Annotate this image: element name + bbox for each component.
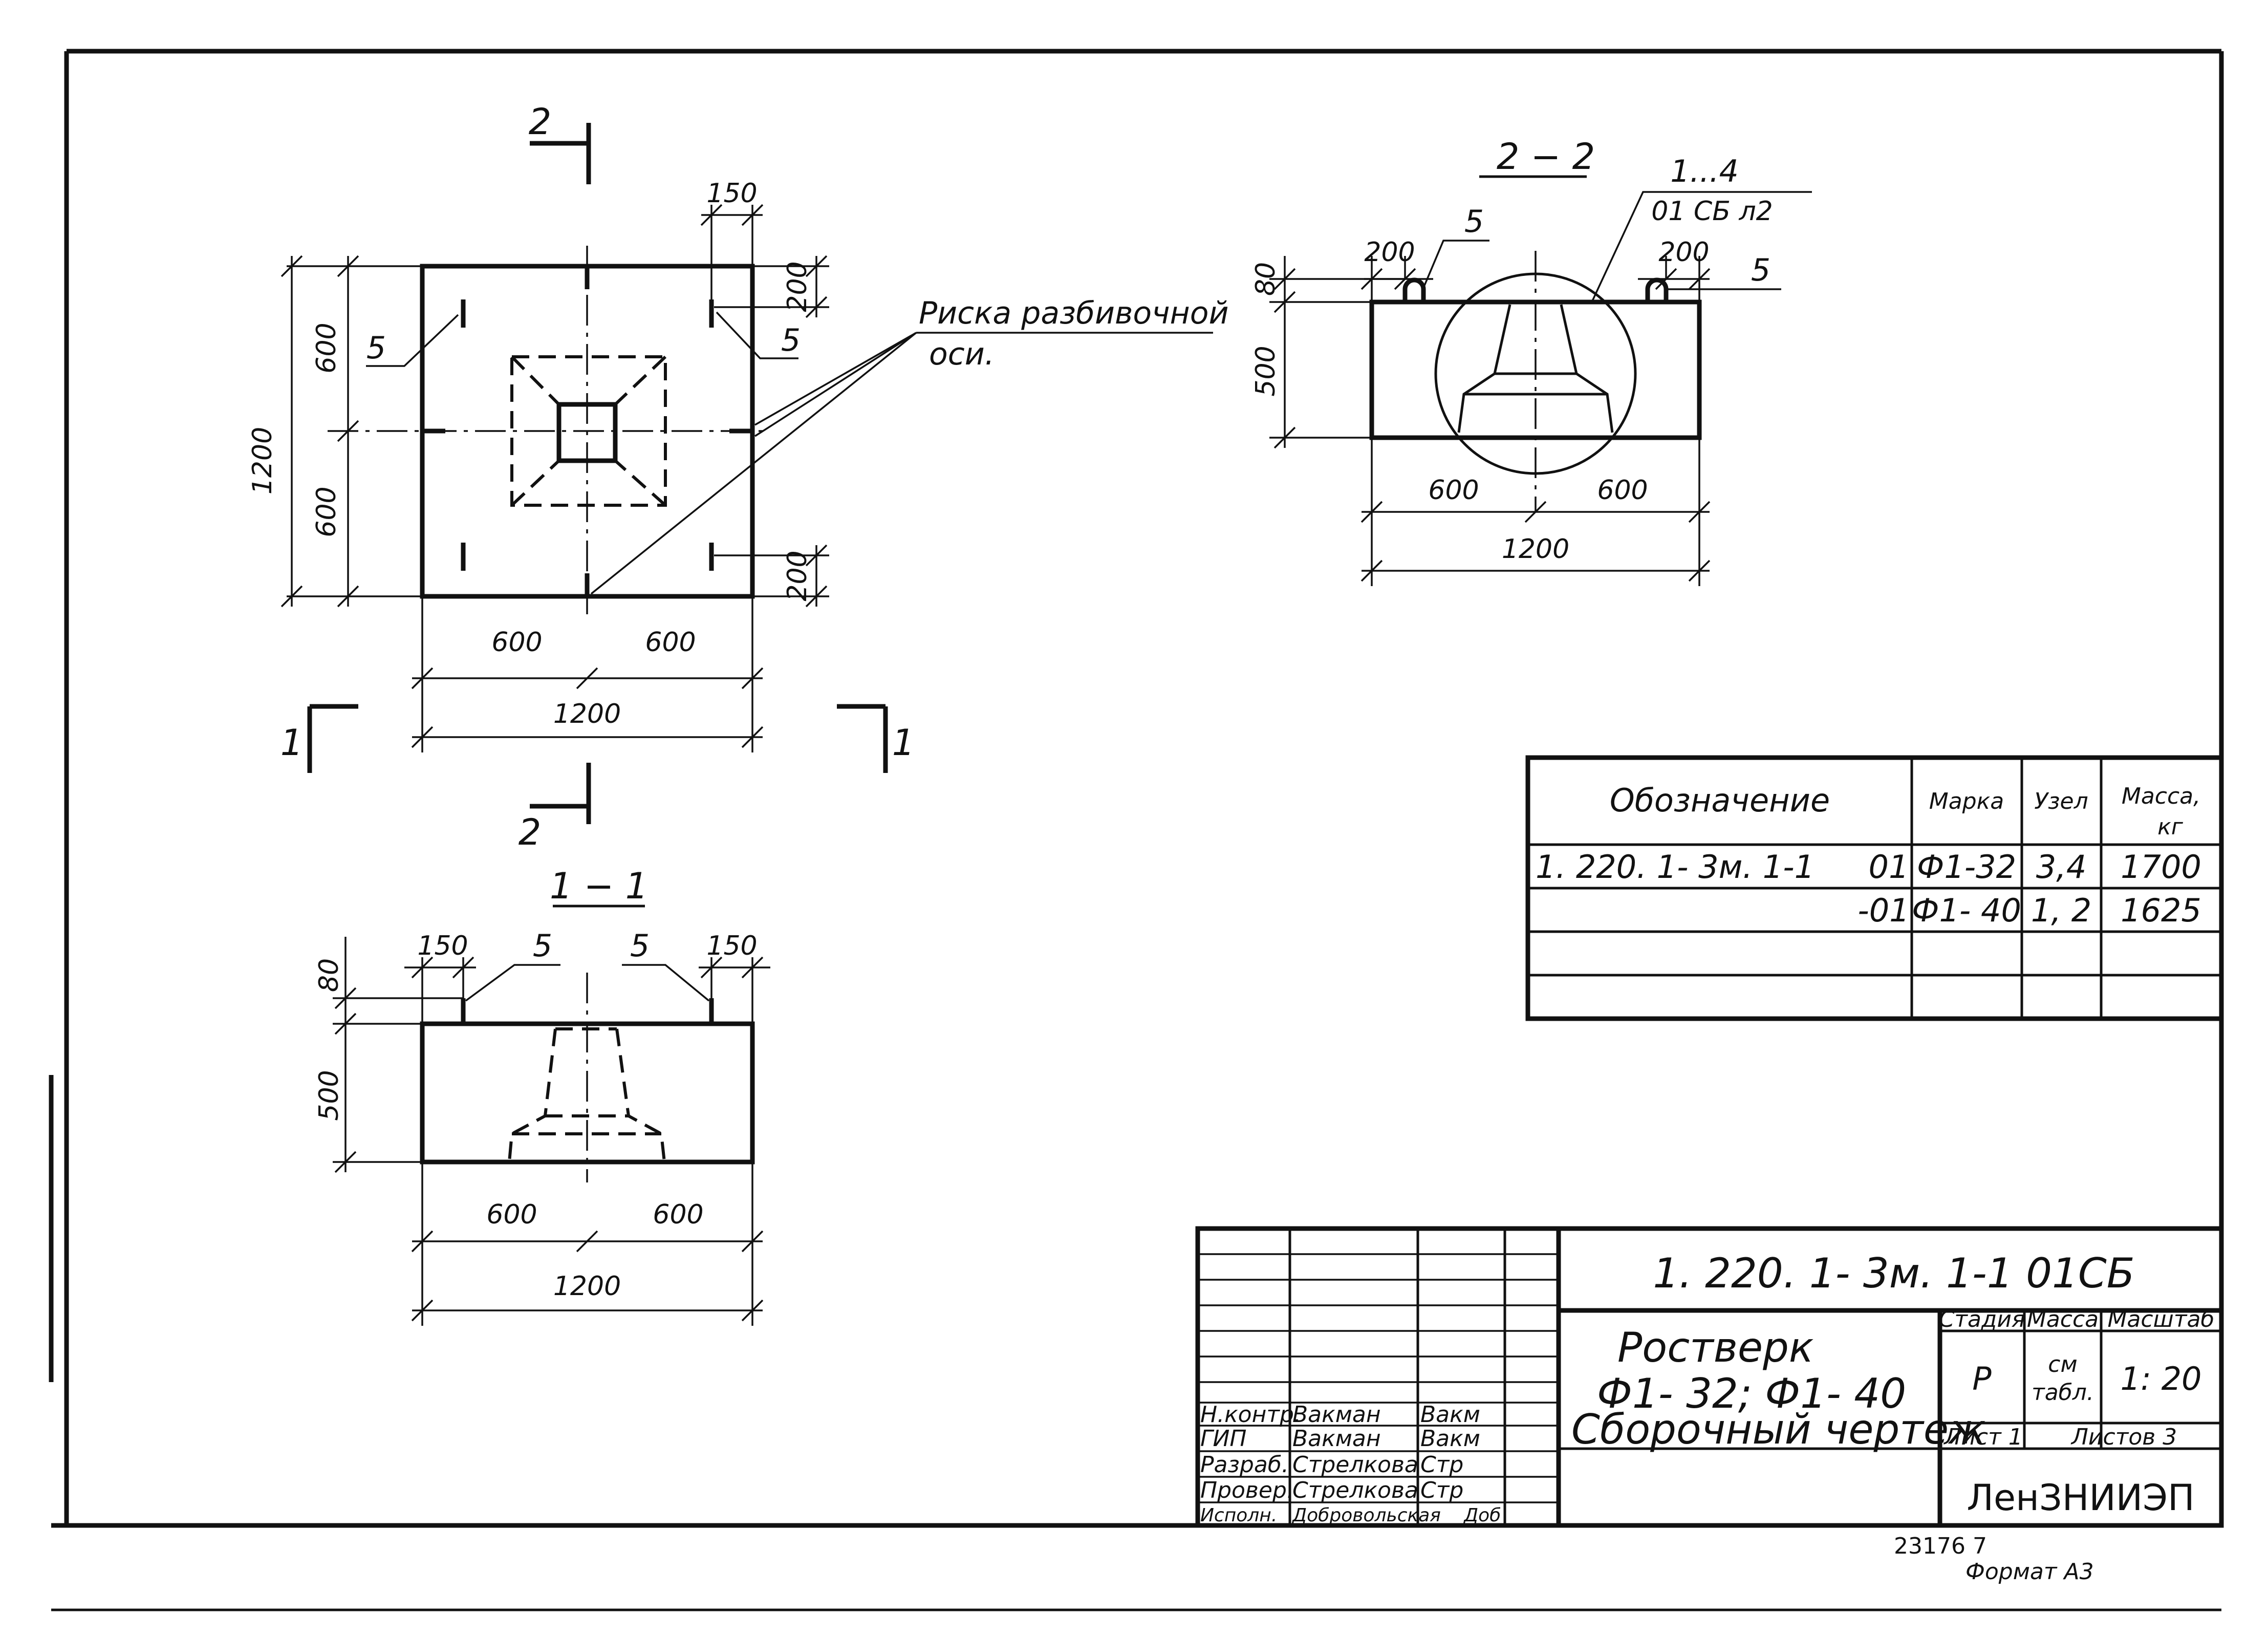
plan-dim-height-total: 1200 xyxy=(247,427,278,494)
footer-inventory: 23176 7 xyxy=(1894,1533,1987,1559)
plan-section-1-left: 1 xyxy=(280,722,304,764)
sign-role-3: Разраб. xyxy=(1200,1452,1289,1478)
section-1-dim-80: 80 xyxy=(314,958,344,992)
spec-row2-exec: -01 xyxy=(1857,892,1909,929)
section-2-dim-500: 500 xyxy=(1250,346,1281,396)
spec-header-mass-unit: кг xyxy=(2157,814,2184,840)
spec-row2-mark: Ф1- 40 xyxy=(1912,892,2021,929)
plan-note-line2: оси. xyxy=(929,336,995,372)
spec-row1-mass: 1700 xyxy=(2121,848,2201,886)
plan-note-line1: Риска разбивочной xyxy=(919,295,1228,331)
title-name-line2: Ф1- 32; Ф1- 40 xyxy=(1597,1370,1906,1417)
section-1-dim-total: 1200 xyxy=(553,1271,621,1302)
section-2-pos-right: 5 xyxy=(1751,252,1770,288)
sign-sign-2: Вакм xyxy=(1420,1426,1480,1452)
section-2-dim-half-right: 600 xyxy=(1597,475,1648,506)
title-block: 1. 220. 1- 3м. 1-1 01СБ Ростверк Ф1- 32;… xyxy=(1195,1226,2224,1528)
spec-row2-node: 1, 2 xyxy=(2031,892,2091,929)
section-1-dim-150-right: 150 xyxy=(706,931,757,961)
sign-name-3: Стрелкова xyxy=(1292,1452,1418,1478)
spec-header-mass: Масса, xyxy=(2122,783,2200,809)
plan-section-2-top: 2 xyxy=(529,101,552,143)
section-2-2: 2 − 2 80 500 200 200 xyxy=(1250,136,1812,586)
sign-sign-5: Доб xyxy=(1463,1505,1501,1526)
section-2-dim-half-left: 600 xyxy=(1428,475,1479,506)
title-mass-line1: см xyxy=(2048,1351,2077,1377)
title-scale-header: Масштаб xyxy=(2107,1306,2214,1332)
plan-pos-left: 5 xyxy=(366,330,386,366)
plan-dim-150: 150 xyxy=(706,178,757,209)
sign-name-2: Вакман xyxy=(1292,1426,1381,1452)
title-name-line3: Сборочный чертеж xyxy=(1571,1406,1985,1453)
section-2-pos-left: 5 xyxy=(1464,204,1484,240)
section-1-title: 1 − 1 xyxy=(550,865,648,907)
section-1-dim-500: 500 xyxy=(314,1070,344,1121)
spec-header-mark: Марка xyxy=(1929,788,2004,814)
section-1-pos-right: 5 xyxy=(630,928,650,964)
title-stage-header: Стадия xyxy=(1939,1306,2025,1332)
section-2-dim-total: 1200 xyxy=(1502,534,1569,565)
section-1-dim-150-left: 150 xyxy=(417,931,468,961)
title-sheets: Листов 3 xyxy=(2070,1424,2177,1450)
footer: 23176 7 Формат А3 xyxy=(1894,1533,2094,1585)
plan-dim-width-total: 1200 xyxy=(553,699,621,729)
sign-sign-1: Вакм xyxy=(1420,1402,1480,1428)
title-sheet: Лист 1 xyxy=(1943,1424,2022,1450)
plan-dim-200-bottom: 200 xyxy=(782,550,813,601)
sign-sign-4: Стр xyxy=(1420,1477,1463,1503)
section-1-1: 1 − 1 80 500 150 150 xyxy=(314,865,770,1326)
spec-row1-node: 3,4 xyxy=(2036,848,2087,886)
sign-name-4: Стрелкова xyxy=(1292,1477,1418,1503)
section-1-dim-half-right: 600 xyxy=(653,1199,703,1230)
spec-table: Обозначение Марка Узел Масса, кг 1. 220.… xyxy=(1525,755,2224,1021)
footer-format: Формат А3 xyxy=(1965,1559,2094,1585)
title-mass-header: Масса xyxy=(2027,1306,2099,1332)
spec-header-designation: Обозначение xyxy=(1610,782,1830,819)
section-2-dim-200-right: 200 xyxy=(1658,237,1709,268)
title-stage: Р xyxy=(1972,1360,1992,1397)
plan-dim-200-top: 200 xyxy=(782,261,813,312)
title-org: ЛенЗНИИЭП xyxy=(1967,1477,2194,1519)
sign-role-5: Исполн. xyxy=(1200,1505,1277,1526)
plan-section-1-right: 1 xyxy=(892,722,915,764)
sign-name-1: Вакман xyxy=(1292,1402,1381,1428)
section-2-node-doc: 01 СБ л2 xyxy=(1651,196,1773,227)
plan-pos-right: 5 xyxy=(781,322,801,358)
spec-row1-designation: 1. 220. 1- 3м. 1-1 xyxy=(1536,848,1815,886)
sign-role-4: Провер. xyxy=(1200,1477,1294,1503)
sign-name-5: Добровольская xyxy=(1291,1505,1441,1526)
section-2-node-ref: 1...4 xyxy=(1670,154,1739,189)
plan-dim-half-top: 600 xyxy=(311,322,342,373)
sign-role-1: Н.контр. xyxy=(1200,1402,1301,1428)
plan-dim-half-right: 600 xyxy=(645,627,696,658)
section-1-dim-half-left: 600 xyxy=(486,1199,537,1230)
plan-dim-half-bottom: 600 xyxy=(311,486,342,537)
title-mass-line2: табл. xyxy=(2032,1380,2094,1406)
spec-row2-mass: 1625 xyxy=(2121,892,2201,929)
spec-row1-exec: 01 xyxy=(1869,848,1909,886)
title-scale: 1: 20 xyxy=(2121,1360,2202,1397)
sign-sign-3: Стр xyxy=(1420,1452,1463,1478)
section-1-pos-left: 5 xyxy=(533,928,552,964)
plan-view: 1200 600 600 600 600 1200 150 200 xyxy=(247,101,1228,853)
sign-role-2: ГИП xyxy=(1200,1426,1247,1452)
title-name-line1: Ростверк xyxy=(1617,1324,1813,1371)
spec-header-node: Узел xyxy=(2034,788,2088,814)
section-2-title: 2 − 2 xyxy=(1497,136,1595,178)
title-code: 1. 220. 1- 3м. 1-1 01СБ xyxy=(1653,1250,2134,1297)
signature-rows: Н.контр. Вакман Вакм ГИП Вакман Вакм Раз… xyxy=(1200,1402,1501,1526)
section-2-dim-200-left: 200 xyxy=(1364,237,1415,268)
plan-dim-half-left: 600 xyxy=(491,627,542,658)
plan-section-2-bottom: 2 xyxy=(519,811,542,853)
section-2-dim-80: 80 xyxy=(1250,262,1281,296)
spec-row1-mark: Ф1-32 xyxy=(1917,848,2016,886)
